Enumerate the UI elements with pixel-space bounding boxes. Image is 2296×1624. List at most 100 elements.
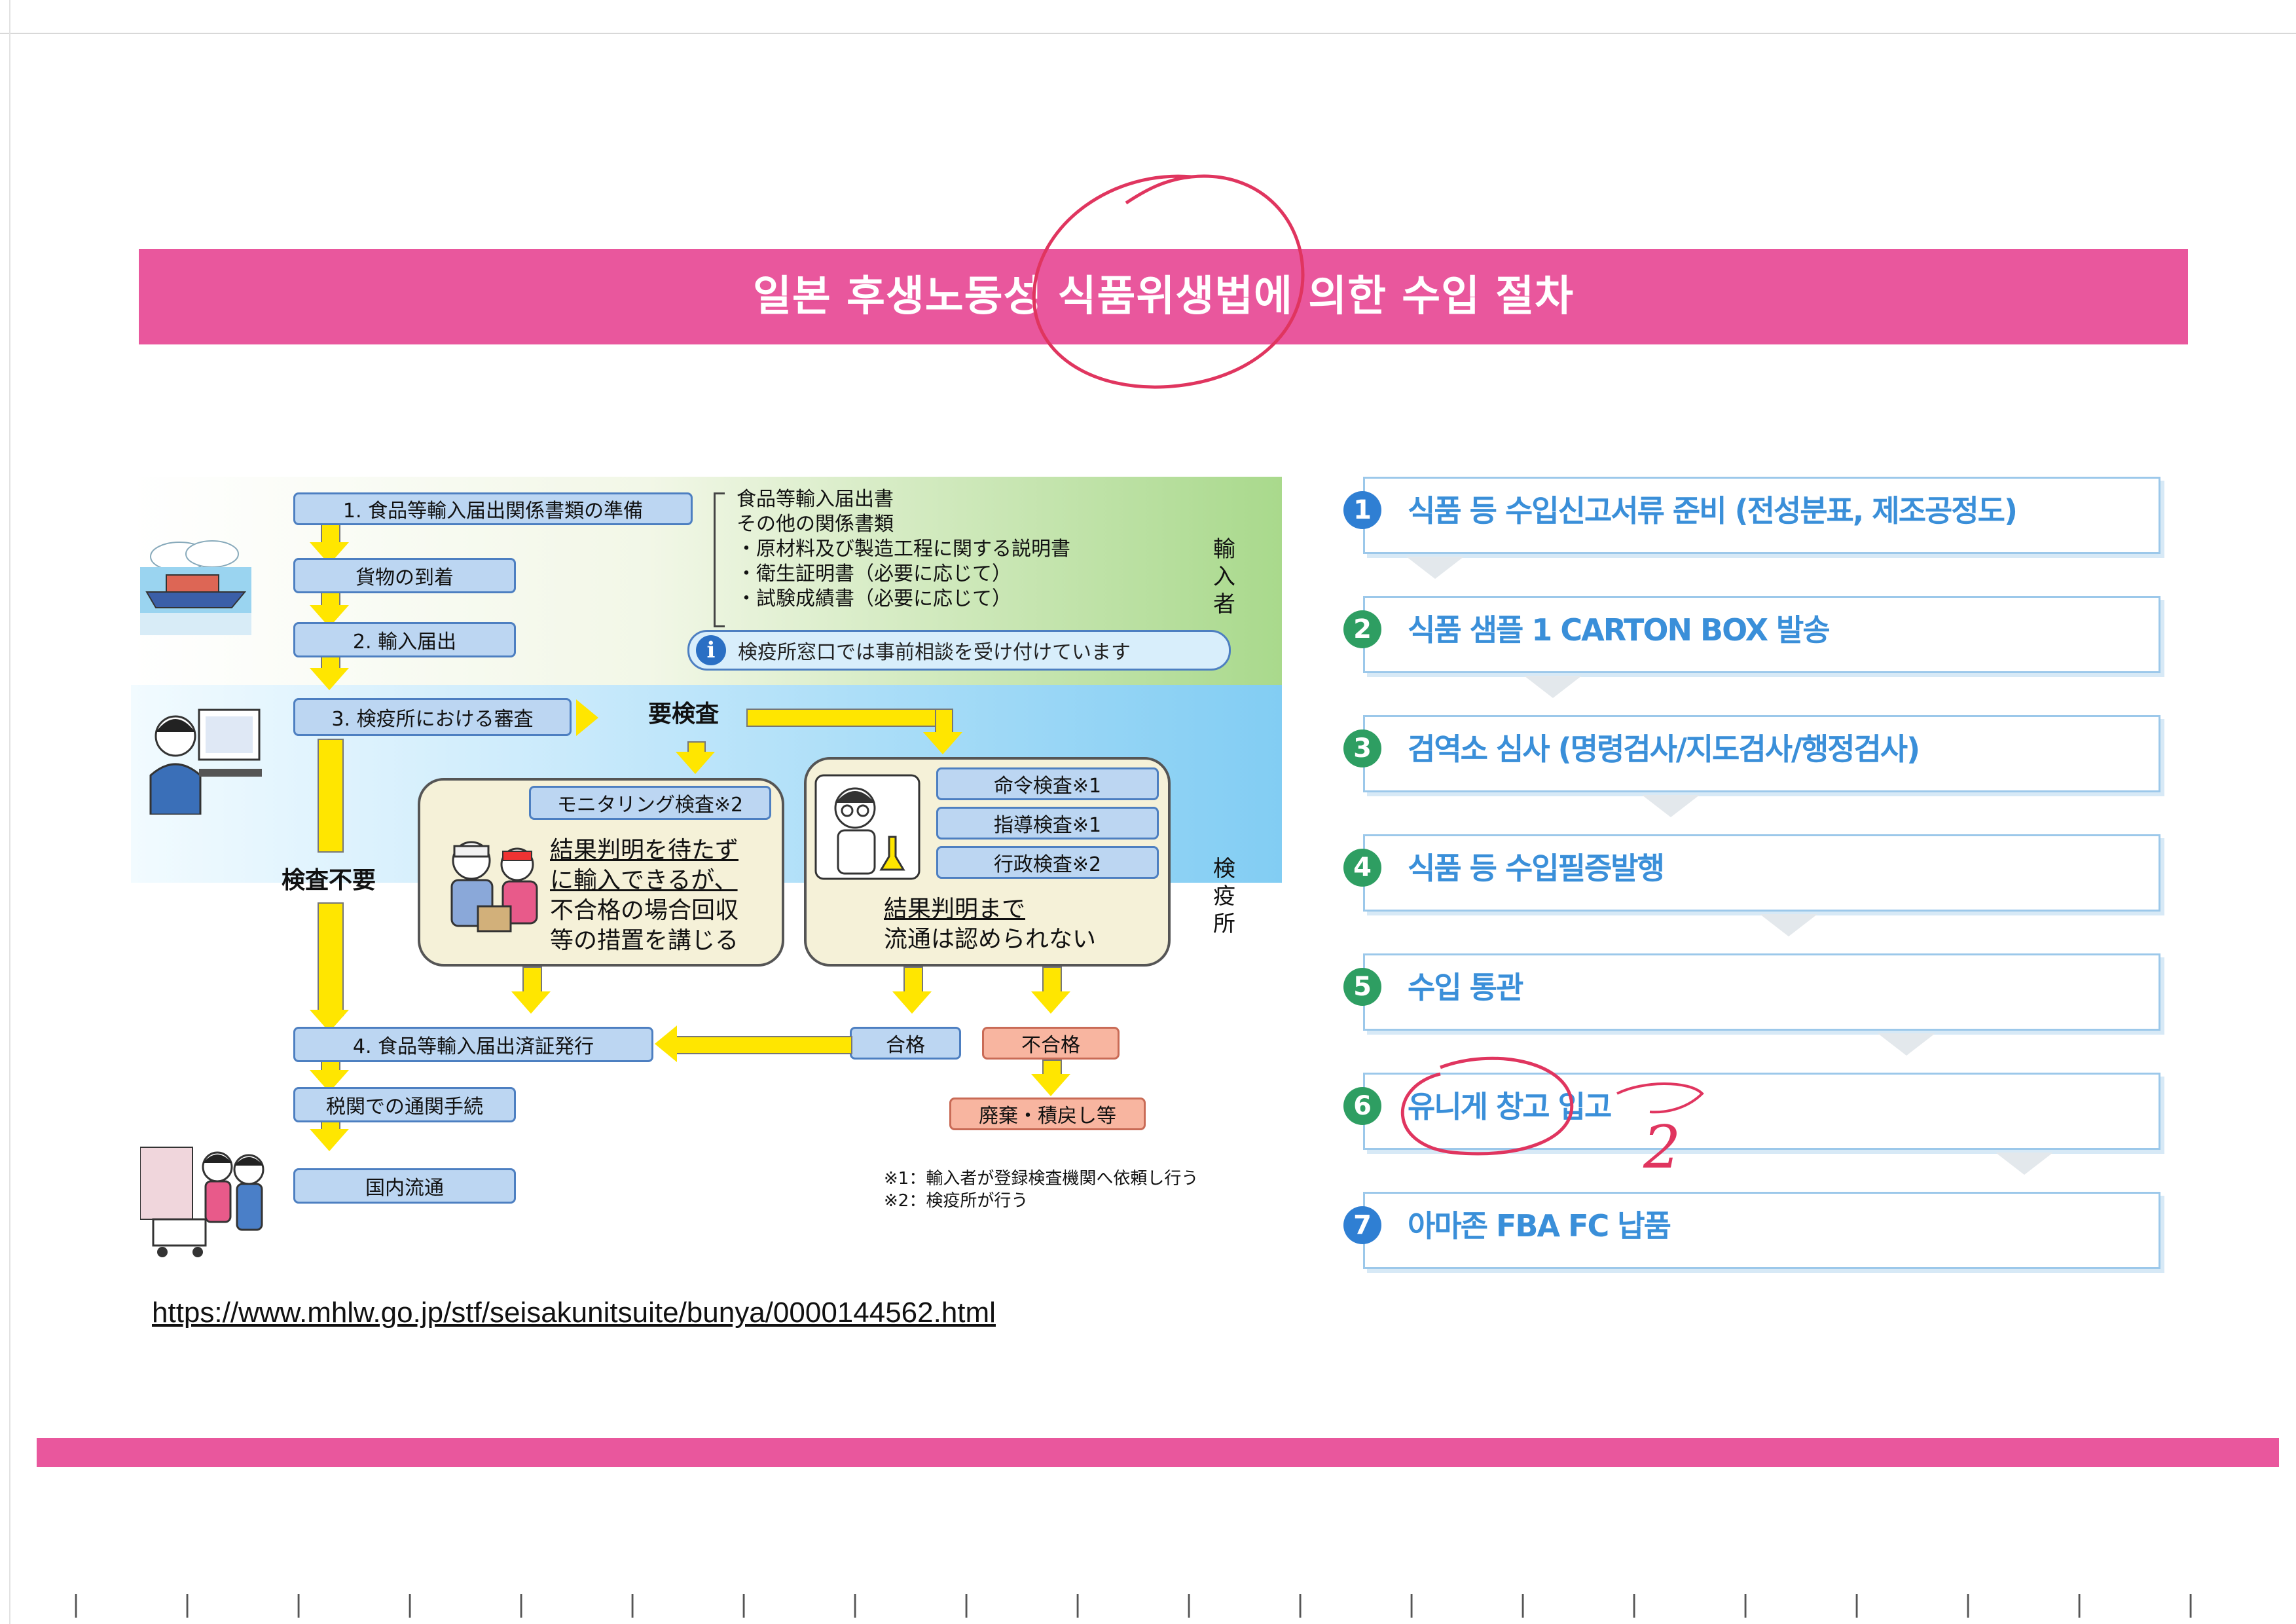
flow-arrow [674, 1036, 852, 1054]
monitoring-note-line: 等の措置を講じる [550, 927, 739, 954]
step2-box: 2. 輸入届出 [293, 622, 516, 657]
margin-tick: | [1408, 1591, 1416, 1618]
step-number-1: 1 [1343, 491, 1381, 529]
step-number-6: 6 [1343, 1087, 1381, 1125]
inspectors-icon [432, 834, 550, 939]
flow-arrow-head [576, 699, 598, 736]
margin-tick: | [1519, 1591, 1527, 1618]
step-box-7 [1363, 1192, 2160, 1269]
flow-arrow-head [1031, 991, 1070, 1014]
order-inspection-box: 命令検査※1 [936, 767, 1159, 800]
quarantine-label: 検疫所 [1213, 856, 1235, 937]
flow-arrow-head [511, 991, 551, 1014]
step-label-6: 유니게 창고 입고 [1408, 1089, 1612, 1124]
flow-arrow-head [676, 752, 715, 774]
bottom-band [37, 1438, 2279, 1467]
domestic-distribution-box: 国内流通 [293, 1168, 516, 1204]
step-box-6 [1363, 1073, 2160, 1150]
step-arrow [1878, 1033, 1935, 1056]
step4-box: 4. 食品等輸入届出済証発行 [293, 1027, 653, 1062]
title-banner: 일본 후생노동성 식품위생법에 의한 수입 절차 [139, 249, 2188, 344]
step-box-3 [1363, 715, 2160, 792]
step-box-2 [1363, 596, 2160, 673]
fail-box: 不合格 [982, 1027, 1120, 1060]
footnote: ※1：輸入者が登録検査機関へ依頼し行う [884, 1169, 1199, 1189]
step-box-4 [1363, 834, 2160, 912]
step-arrow [1406, 557, 1464, 579]
officer-icon [140, 703, 264, 816]
document-line: その他の関係書類 [737, 513, 894, 536]
monitoring-note-line: 結果判明を待たず [550, 837, 739, 864]
handwritten-mark: 2 [1643, 1113, 1681, 1182]
page-title: 일본 후생노동성 식품위생법에 의한 수입 절차 [752, 272, 1575, 321]
flow-arrow [318, 739, 344, 853]
scientist-icon [812, 771, 923, 883]
flow-arrow-head [310, 668, 349, 690]
wait-note-line: 流通は認められない [884, 926, 1097, 953]
shoppers-icon [139, 1141, 271, 1259]
margin-tick: | [740, 1591, 748, 1618]
step-arrow [1642, 795, 1700, 817]
importer-label: 輸入者 [1213, 536, 1235, 618]
step3-box: 3. 検疫所における審査 [293, 698, 572, 736]
step1-box: 1. 食品等輸入届出関係書類の準備 [293, 492, 693, 525]
step-number-3: 3 [1343, 729, 1381, 767]
scan-left-edge [9, 0, 10, 1624]
margin-tick: | [1964, 1591, 1973, 1618]
margin-tick: | [629, 1591, 637, 1618]
flow-arrow-head [923, 732, 962, 754]
no-inspection-label: 検査不要 [282, 867, 376, 894]
flow-arrow-head [892, 991, 932, 1014]
consultation-notice: i 検疫所窓口では事前相談を受け付けています [687, 630, 1231, 671]
margin-tick: | [851, 1591, 860, 1618]
margin-tick: | [1185, 1591, 1194, 1618]
monitoring-note-line: に輸入できるが、 [550, 867, 738, 894]
inspection-required-label: 要検査 [648, 701, 720, 728]
step-label-2: 식품 샘플 1 CARTON BOX 발송 [1408, 612, 1831, 648]
margin-tick: | [962, 1591, 971, 1618]
step-arrow [1760, 914, 1817, 936]
margin-tick: | [1741, 1591, 1750, 1618]
margin-tick: | [295, 1591, 303, 1618]
margin-tick: | [406, 1591, 414, 1618]
margin-tick: | [1074, 1591, 1082, 1618]
step-number-4: 4 [1343, 849, 1381, 887]
source-link[interactable]: https://www.mhlw.go.jp/stf/seisakunitsui… [152, 1297, 996, 1329]
margin-tick: | [2187, 1591, 2195, 1618]
ship-icon [140, 537, 251, 635]
step-arrow [1995, 1153, 2053, 1175]
step-number-7: 7 [1343, 1206, 1381, 1244]
document-line: ・衛生証明書（必要に応じて） [737, 563, 1011, 585]
guidance-inspection-box: 指導検査※1 [936, 807, 1159, 840]
step-number-5: 5 [1343, 968, 1381, 1006]
monitoring-note-line: 不合格の場合回収 [550, 897, 739, 924]
document-line: ・試験成績書（必要に応じて） [737, 587, 1011, 610]
step-box-5 [1363, 953, 2160, 1031]
margin-tick: | [517, 1591, 526, 1618]
margin-tick: | [1296, 1591, 1305, 1618]
step-box-1 [1363, 477, 2160, 554]
monitoring-inspection-box: モニタリング検査※2 [529, 786, 771, 820]
handwritten-circle-step6 [1400, 1056, 1704, 1156]
step-arrow [1524, 676, 1582, 698]
margin-tick: | [2075, 1591, 2084, 1618]
admin-inspection-box: 行政検査※2 [936, 846, 1159, 879]
document-line: ・原材料及び製造工程に関する説明書 [737, 538, 1070, 561]
flow-arrow [746, 709, 952, 727]
cargo-arrival-box: 貨物の到着 [293, 558, 516, 593]
step-label-4: 식품 등 수입필증발행 [1408, 851, 1665, 886]
handwritten-circle-title [1032, 174, 1305, 389]
document-line: 食品等輸入届出書 [737, 488, 894, 511]
flow-arrow [935, 709, 953, 735]
step-label-1: 식품 등 수입신고서류 준비 (전성분표, 제조공정도) [1408, 493, 2018, 528]
document-bracket [714, 492, 725, 627]
step-label-7: 아마존 FBA FC 납품 [1408, 1208, 1671, 1244]
step-label-5: 수입 통관 [1408, 970, 1523, 1005]
info-icon: i [696, 635, 726, 665]
flow-arrow-head [655, 1025, 677, 1062]
margin-tick: | [1853, 1591, 1861, 1618]
step-label-3: 검역소 심사 (명령검사/지도검사/행정검사) [1408, 731, 1920, 767]
disposal-box: 廃棄・積戻し等 [949, 1098, 1146, 1130]
import-flowchart: 1. 食品等輸入届出関係書類の準備 貨物の到着 2. 輸入届出 3. 検疫所にお… [131, 477, 1282, 1283]
customs-box: 税関での通関手続 [293, 1087, 516, 1122]
